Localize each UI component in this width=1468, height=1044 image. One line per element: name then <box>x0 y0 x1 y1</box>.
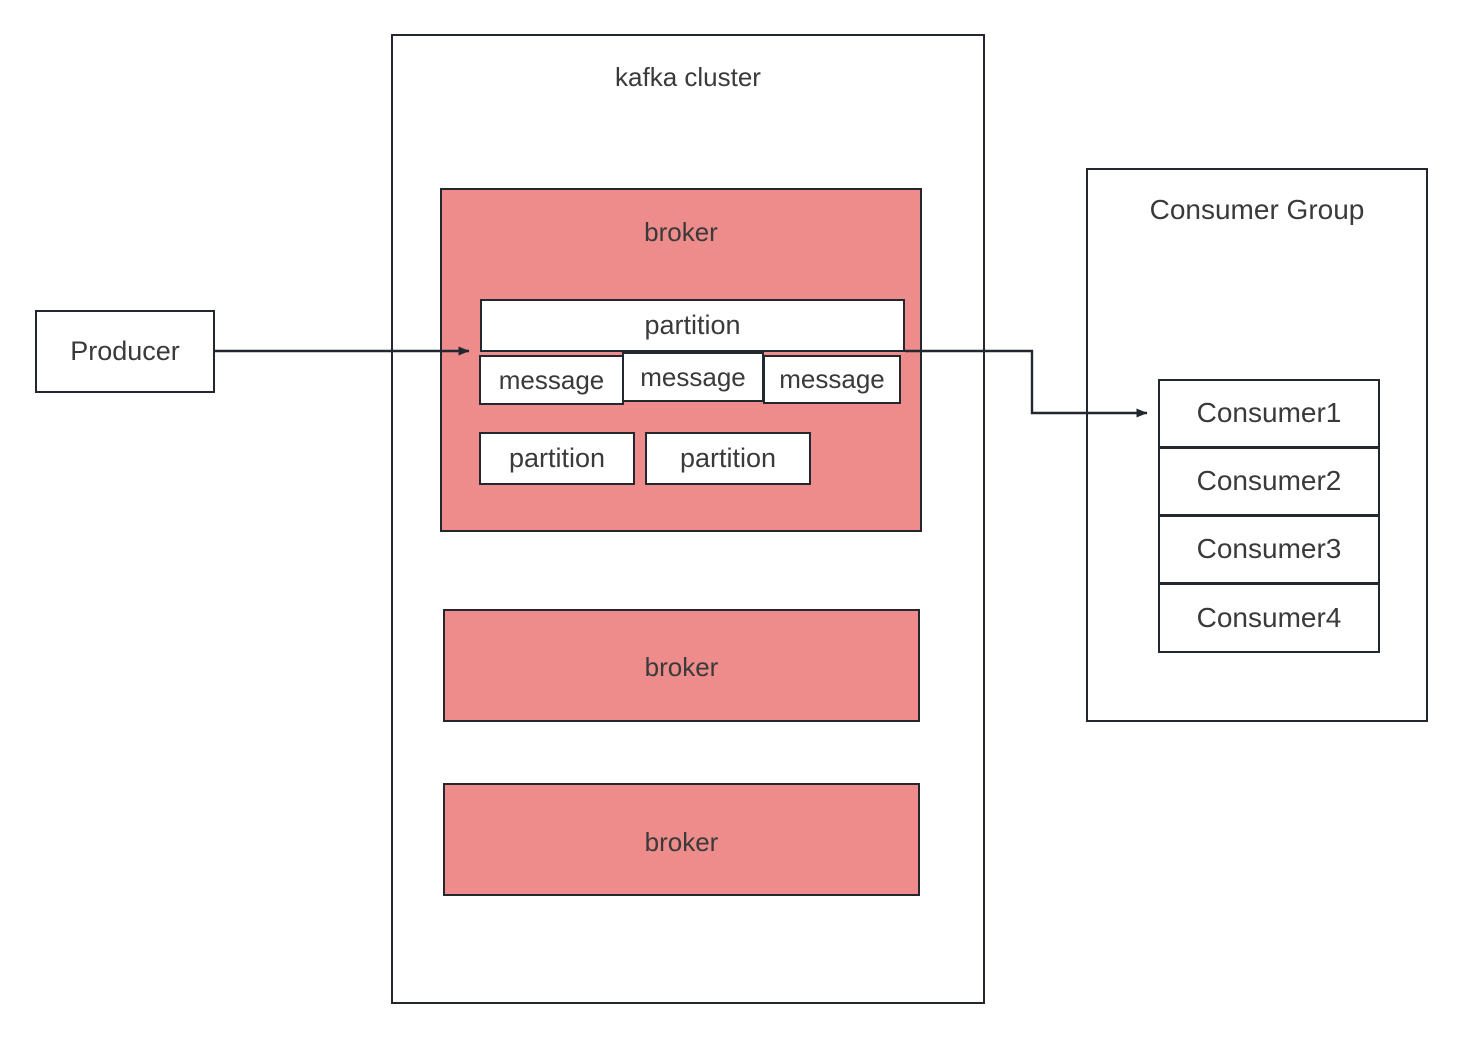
broker-3-label: broker <box>644 827 719 857</box>
partition-2-label: partition <box>508 442 606 473</box>
consumer-1-label: Consumer1 <box>1196 397 1342 429</box>
consumer-1-box[interactable]: Consumer1 <box>1158 379 1380 448</box>
message-1-label: message <box>498 364 605 395</box>
message-2-box[interactable]: message <box>622 352 764 402</box>
partition-3-box[interactable]: partition <box>645 432 811 485</box>
consumer-2-label: Consumer2 <box>1196 465 1342 497</box>
message-3-label: message <box>779 364 885 395</box>
consumer-2-box[interactable]: Consumer2 <box>1158 447 1380 516</box>
consumer-4-label: Consumer4 <box>1196 601 1342 633</box>
message-1-box[interactable]: message <box>479 355 624 405</box>
partition-3-label: partition <box>679 442 777 473</box>
broker-1-label: broker <box>644 217 718 247</box>
broker-3-box[interactable] <box>443 783 920 896</box>
partition-2-box[interactable]: partition <box>479 432 635 485</box>
message-2-label: message <box>640 361 746 392</box>
consumer-3-label: Consumer3 <box>1196 533 1342 565</box>
message-3-box[interactable]: message <box>763 355 901 404</box>
kafka-cluster-box <box>391 34 985 1004</box>
consumer-group-box <box>1086 168 1428 722</box>
broker-2-box[interactable] <box>443 609 920 722</box>
partition-1-box[interactable]: partition <box>480 299 905 352</box>
kafka-cluster-title: kafka cluster <box>615 62 761 92</box>
producer-label: Producer <box>70 335 180 366</box>
consumer-4-box[interactable]: Consumer4 <box>1158 583 1380 653</box>
consumer-3-box[interactable]: Consumer3 <box>1158 515 1380 584</box>
consumer-group-title: Consumer Group <box>1149 194 1365 225</box>
broker-2-label: broker <box>644 652 719 682</box>
partition-1-label: partition <box>644 309 741 340</box>
producer-box[interactable]: Producer <box>35 310 215 393</box>
